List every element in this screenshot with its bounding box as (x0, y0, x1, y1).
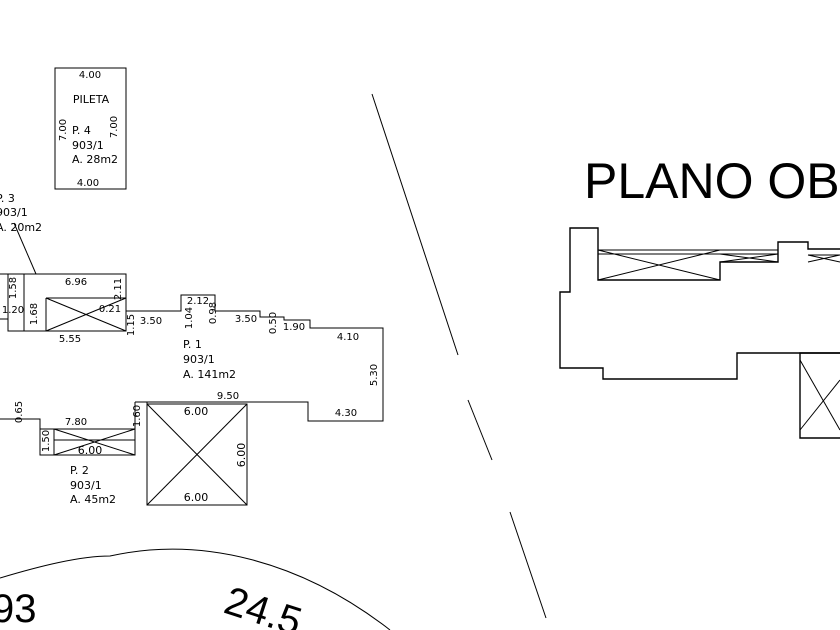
pileta-area: A. 28m2 (72, 153, 118, 166)
p3-step (0, 318, 24, 332)
separator-seg-2 (467, 399, 493, 461)
p2-outline (39, 429, 136, 456)
p1-lot: 903/1 (183, 353, 215, 366)
right-cross-d (719, 253, 779, 263)
p2-cross-b (53, 428, 136, 456)
p2-dim-065: 0.65 (14, 401, 25, 423)
right-lower-cross-b (799, 379, 840, 431)
p2-area: A. 45m2 (70, 493, 116, 506)
p1-area: A. 141m2 (183, 368, 236, 381)
square-bottom-dim: 6.00 (184, 491, 209, 504)
pileta-lot: 903/1 (72, 139, 104, 152)
p3-left-dim-a: 1.58 (8, 277, 19, 299)
p2-lot: 903/1 (70, 479, 102, 492)
p1-dim-098: 0.98 (208, 302, 219, 324)
p1-dim-212: 2.12 (187, 296, 209, 307)
p1-dim-350b: 3.50 (235, 314, 257, 325)
pileta-bottom-dim: 4.00 (77, 178, 99, 189)
curve-label-right: 24.5 (219, 579, 307, 630)
right-building (559, 227, 840, 439)
p3-right-dim-b: 0.21 (99, 304, 121, 315)
right-cross-f (807, 254, 840, 263)
p3-top-dim: 6.96 (65, 277, 87, 288)
pileta-parcel: P. 4 (72, 124, 91, 137)
separator-seg-3 (509, 511, 547, 619)
p1-parcel: P. 1 (183, 338, 202, 351)
p2-dim-780: 7.80 (65, 417, 87, 428)
right-lower-box (799, 352, 840, 439)
parcel-2-block: 0.65 7.80 1.60 1.50 6.00 P. 2 903/1 A. 4… (14, 401, 143, 506)
pileta-outline (54, 67, 127, 190)
pileta-top-dim: 4.00 (79, 70, 101, 81)
p3-right-dim-a: 2.11 (113, 278, 124, 300)
square-right-dim: 6.00 (235, 443, 248, 468)
p3-outline (0, 273, 127, 332)
p2-dim-160: 1.60 (132, 405, 143, 427)
lot-curve: 93 24.5 (0, 548, 391, 630)
square-outline (146, 403, 248, 506)
p2-dim-150: 1.50 (41, 430, 52, 452)
p3-cross-b (45, 297, 127, 332)
p1-outline (125, 294, 384, 422)
p3-parcel: P. 3 (0, 192, 15, 205)
p3-lot: 903/1 (0, 206, 28, 219)
p2-parcel: P. 2 (70, 464, 89, 477)
p3-left-dim-c: 1.68 (29, 303, 40, 325)
parcel-1-block: 1.15 3.50 1.04 2.12 0.98 3.50 0.50 1.90 … (0, 294, 384, 430)
p3-bottom-dim: 5.55 (59, 334, 81, 345)
p2-dim-600: 6.00 (78, 444, 103, 457)
p3-left-dim-b: 1.20 (2, 305, 24, 316)
square-cross-b (146, 403, 248, 506)
page-title: PLANO OB (584, 153, 840, 209)
p3-leader (13, 222, 37, 275)
p1-dim-430: 4.30 (335, 408, 357, 419)
separator-line (371, 93, 547, 619)
parcel-3-block: P. 3 903/1 A. 20m2 6.96 1.58 1.20 1.68 2… (0, 192, 127, 345)
pileta-label: PILETA (73, 93, 110, 106)
pileta-block: 4.00 PILETA 7.00 7.00 P. 4 903/1 A. 28m2… (54, 67, 127, 190)
p1-dim-190: 1.90 (283, 322, 305, 333)
pileta-left-dim: 7.00 (58, 119, 69, 141)
p1-dim-530: 5.30 (369, 364, 380, 386)
p1-dim-950: 9.50 (217, 391, 239, 402)
p3-area: A. 20m2 (0, 221, 42, 234)
lot-curve-path (0, 548, 391, 630)
p1-dim-410: 4.10 (337, 332, 359, 343)
pileta-right-dim: 7.00 (109, 116, 120, 138)
p1-dim-104: 1.04 (184, 307, 195, 329)
p1-dim-350a: 3.50 (140, 316, 162, 327)
right-cross-b (597, 249, 721, 281)
square-block: 6.00 6.00 6.00 (146, 403, 248, 506)
separator-seg-1 (371, 93, 459, 356)
right-lower-cross-a (799, 359, 840, 431)
p1-dim-115: 1.15 (126, 314, 137, 336)
right-building-outline (559, 227, 840, 380)
p1-dim-050: 0.50 (268, 312, 279, 334)
square-top-dim: 6.00 (184, 405, 209, 418)
curve-label-left: 93 (0, 587, 37, 630)
